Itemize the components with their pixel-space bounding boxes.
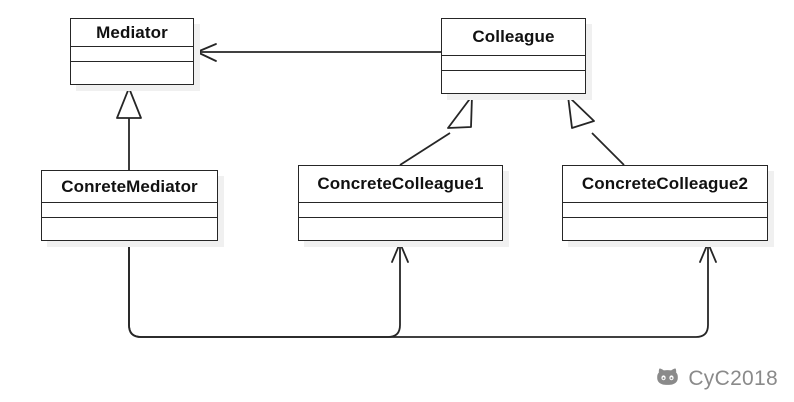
uml-class-conrete-mediator[interactable]: ConreteMediator <box>41 170 218 241</box>
edge-conrete-mediator-to-mediator <box>116 87 142 170</box>
uml-class-name-colleague: Colleague <box>442 19 585 56</box>
edge-concrete-colleague-1-to-colleague <box>399 95 473 166</box>
uml-class-mediator[interactable]: Mediator <box>70 18 194 85</box>
uml-attributes-colleague <box>442 56 585 71</box>
edge-conrete-mediator-to-concrete-colleague-2 <box>128 241 717 338</box>
uml-operations-colleague <box>442 71 585 93</box>
uml-class-concrete-colleague-2[interactable]: ConcreteColleague2 <box>562 165 768 241</box>
uml-class-name-mediator: Mediator <box>71 19 193 47</box>
octocat-icon <box>657 368 679 385</box>
uml-attributes-mediator <box>71 47 193 62</box>
watermark: CyC2018 <box>654 365 778 392</box>
uml-attributes-concrete-colleague-2 <box>563 203 767 218</box>
edge-concrete-colleague-2-to-colleague <box>567 95 625 166</box>
edge-colleague-to-mediator <box>196 43 441 62</box>
uml-attributes-concrete-colleague-1 <box>299 203 502 218</box>
uml-operations-concrete-colleague-1 <box>299 218 502 240</box>
watermark-text: CyC2018 <box>688 366 778 390</box>
uml-class-name-concrete-colleague-2: ConcreteColleague2 <box>563 166 767 203</box>
uml-class-colleague[interactable]: Colleague <box>441 18 586 94</box>
uml-class-concrete-colleague-1[interactable]: ConcreteColleague1 <box>298 165 503 241</box>
uml-operations-concrete-colleague-2 <box>563 218 767 240</box>
uml-class-name-concrete-colleague-1: ConcreteColleague1 <box>299 166 502 203</box>
edge-conrete-mediator-to-concrete-colleague-1 <box>128 241 409 338</box>
uml-attributes-conrete-mediator <box>42 203 217 218</box>
uml-operations-conrete-mediator <box>42 218 217 240</box>
uml-operations-mediator <box>71 62 193 84</box>
uml-class-name-conrete-mediator: ConreteMediator <box>42 171 217 203</box>
